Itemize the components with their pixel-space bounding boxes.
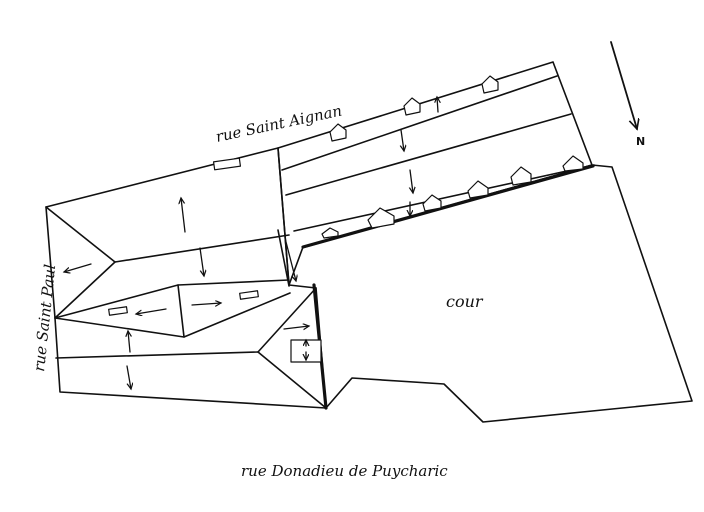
west-roof-hip-line-south [54,261,116,319]
arrow-icon [199,247,204,276]
courtyard-wall-north [301,164,595,249]
west-roof-lower-ridge [55,351,259,359]
skylight-icon [212,157,242,171]
west-building-outline [45,147,327,409]
dormer-icon [367,207,395,229]
dormer-icon [403,97,421,116]
west-roof-inner-plane [177,284,291,338]
north-arrow-icon [610,41,637,129]
arrow-icon [284,237,296,281]
skylight-icon [239,290,259,300]
dormer-icon [329,123,347,142]
slope-arrows [64,97,438,389]
dormer-icon [422,194,442,212]
west-roof-hip-line-north [45,206,116,263]
courtyard-boundary [304,164,693,423]
arrow-icon [410,169,413,193]
west-roof-south-valley [257,351,327,409]
arrow-icon [128,331,130,353]
north-label: N [636,135,645,148]
west-roof-north-valley [277,229,290,287]
dormer-icon [467,180,489,199]
arrow-icon [283,326,309,329]
arrow-icon [126,365,131,389]
north-wing-ridge-middle [285,113,572,196]
north-wing-ridge-upper [281,75,558,171]
dormer-icon [562,155,584,172]
arrow-icon [181,198,186,233]
arrow-icon [64,263,92,272]
arrow-icon [136,308,167,314]
west-roof-south-hip [257,287,317,353]
arrow-icon [401,129,404,151]
street-label-saint-aignan: rue Saint Aignan [214,102,343,146]
arrow-icon [191,303,221,305]
skylight-icon [108,306,128,316]
north-arrow: N [610,41,645,148]
dormer-icon [321,227,339,239]
north-wing-outline [277,61,593,286]
dormer-icon [510,166,532,186]
courtyard-label: cour [446,292,484,311]
north-wing-ridge-lower [293,164,595,232]
arrow-icon [437,97,438,113]
west-roof-ridge-north [114,234,290,263]
dormers [321,75,584,239]
west-building [45,147,327,409]
north-wing [277,61,595,286]
dormer-icon [481,75,499,94]
west-roof-gutter-line [54,317,185,338]
street-label-donadieu: rue Donadieu de Puycharic [241,462,448,480]
skylights [108,157,322,363]
